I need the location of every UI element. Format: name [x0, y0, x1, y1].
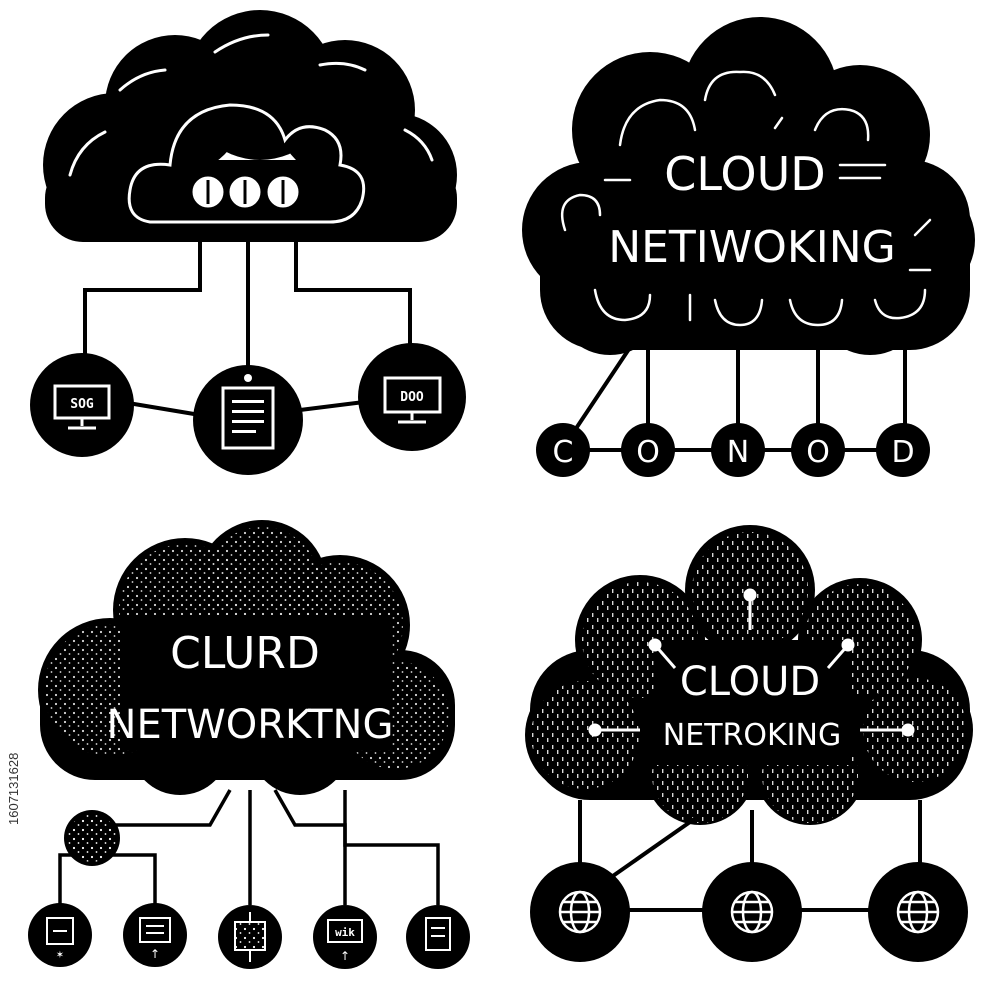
panel-2-cloud-networking: CLOUD NETIWOKING C O N [522, 17, 975, 477]
cloud-texture [531, 532, 967, 823]
cloud-shape [43, 10, 457, 242]
letter-node-4: O [791, 423, 845, 477]
bottom-node-2: ↑ [123, 903, 187, 967]
globe-node-3 [868, 862, 968, 962]
cloud-title-line-2: NETWORKTNG [107, 702, 394, 748]
spoke-pins [588, 588, 915, 737]
svg-text:O: O [636, 435, 660, 470]
cloud-title-line-1: CLOUD [680, 659, 820, 705]
letter-node-2: O [621, 423, 675, 477]
cloud-title-line-2: NETROKING [663, 718, 841, 753]
bottom-node-5 [406, 905, 470, 969]
cursor-icon: ↑ [150, 947, 160, 961]
cloud-highlights [68, 33, 434, 177]
cursor-icon: ↑ [340, 949, 350, 963]
globe-icon [896, 890, 940, 934]
title-backdrop [120, 615, 390, 750]
screen-label-left: SOG [70, 397, 94, 412]
globe-icon [730, 890, 774, 934]
panel-4-cloud-networking: CLOUD NETROKING [525, 525, 973, 962]
node-label: wik [335, 926, 355, 939]
hub-node [64, 810, 120, 866]
svg-text:D: D [891, 435, 914, 470]
title-backdrop [655, 640, 850, 765]
svg-text:O: O [806, 435, 830, 470]
letter-node-5: D [876, 423, 930, 477]
svg-text:N: N [727, 435, 749, 470]
globe-node-1 [530, 862, 630, 962]
bottom-node-1: ✶ [28, 903, 92, 967]
panel-1-cloud-network: SOG DOO [30, 10, 466, 475]
decorative-arrows [560, 70, 932, 327]
connector-lines [83, 230, 412, 417]
panel-3-cloud-networking: CLURD NETWORKTNG ✶ ↑ [28, 520, 470, 969]
letter-nodes: C O N O D [536, 423, 930, 477]
cloud-title-line-1: CLOUD [664, 147, 825, 201]
globe-node-2 [702, 862, 802, 962]
letter-node-1: C [536, 423, 590, 477]
bottom-node-4: wik ↑ [313, 905, 377, 969]
node-monitor-right: DOO [358, 343, 466, 451]
globe-icon [558, 890, 602, 934]
node-monitor-left: SOG [30, 353, 134, 457]
cloud-shape [522, 17, 975, 355]
cloud-icon [127, 103, 366, 224]
cloud-title-line-2: NETIWOKING [608, 222, 896, 273]
letter-node-3: N [711, 423, 765, 477]
cloud-title-line-1: CLURD [170, 628, 320, 679]
svg-text:C: C [553, 435, 574, 470]
bottom-node-3 [218, 905, 282, 969]
node-document-center [193, 365, 303, 475]
screen-label-right: DOO [400, 390, 424, 405]
stock-image-id: 1607131628 [6, 753, 21, 825]
arrow-icon: ✶ [56, 950, 64, 961]
